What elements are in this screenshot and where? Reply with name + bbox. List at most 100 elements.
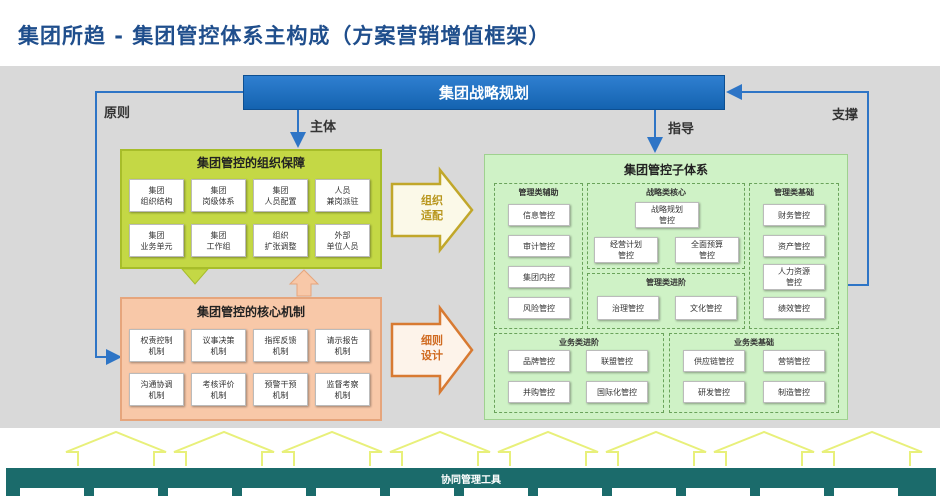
tool-slot	[168, 488, 232, 496]
principle-label: 原则	[104, 106, 131, 121]
subject-label: 主体	[310, 120, 337, 135]
card-line: 业务单元	[140, 241, 173, 251]
principle-connector	[95, 91, 243, 365]
tool-slot	[20, 488, 84, 496]
org-card: 集团工作组	[191, 224, 246, 257]
card-line: 议事决策	[202, 335, 235, 345]
card-line: 考核评价	[202, 379, 235, 389]
card-line: 机制	[334, 390, 351, 400]
aux-card: 信息管控	[508, 204, 570, 226]
org-card: 组织扩张调整	[253, 224, 308, 257]
mgmt-adv-title: 管理类进阶	[646, 278, 686, 287]
collaboration-tools-label: 协同管理工具	[441, 474, 501, 486]
aux-card: 审计管控	[508, 235, 570, 257]
biz-base-card: 研发管控	[683, 381, 745, 403]
org-guarantee-title: 集团管控的组织保障	[196, 156, 305, 170]
card-line: 战略规划	[651, 205, 683, 214]
tool-slot	[686, 488, 750, 496]
core-card: 请示报告机制	[315, 329, 370, 362]
mgmt-base-section: 管理类基础 财务管控 资产管控 人力资源管控 绩效管控	[749, 183, 839, 329]
card-line: 机制	[148, 346, 165, 356]
core-to-org-arrow	[288, 269, 320, 297]
mgmt-base-card: 人力资源管控	[763, 264, 825, 290]
page-title: 集团所趋 - 集团管控体系主构成（方案营销增值框架）	[18, 24, 551, 48]
card-line: 经营计划	[610, 240, 642, 249]
biz-adv-card: 并购管控	[508, 381, 570, 403]
org-card: 外部单位人员	[315, 224, 370, 257]
card-line: 管控	[786, 278, 802, 287]
biz-base-card: 供应链管控	[683, 350, 745, 372]
card-line: 机制	[272, 346, 289, 356]
support-label: 支撑	[832, 108, 859, 123]
card-line: 集团	[148, 230, 165, 240]
card-line: 全面预算	[691, 240, 723, 249]
card-line: 机制	[272, 390, 289, 400]
card-line: 集团	[148, 185, 165, 195]
aux-card: 集团内控	[508, 266, 570, 288]
mgmt-aux-title: 管理类辅助	[518, 188, 559, 197]
card-line: 外部	[334, 230, 351, 240]
mgmt-adv-section: 管理类进阶 治理管控 文化管控	[587, 273, 745, 329]
biz-adv-card: 品牌管控	[508, 350, 570, 372]
tool-slot	[316, 488, 380, 496]
tool-slot	[612, 488, 676, 496]
guide-label: 指导	[668, 122, 695, 137]
detail-design-line2: 设计	[421, 349, 443, 362]
org-card: 集团人员配置	[253, 179, 308, 212]
card-line: 人员配置	[264, 196, 297, 206]
card-line: 监督考察	[326, 379, 359, 389]
card-line: 机制	[210, 390, 227, 400]
card-line: 机制	[210, 346, 227, 356]
core-card: 指挥反馈机制	[253, 329, 308, 362]
card-line: 机制	[148, 390, 165, 400]
strategic-core-section: 战略类核心 战略规划管控 经营计划管控 全面预算管控	[587, 183, 745, 269]
core-mechanism-box: 集团管控的核心机制 权责控制机制 议事决策机制 指挥反馈机制 请示报告机制 沟通…	[120, 297, 382, 421]
card-line: 扩张调整	[264, 241, 297, 251]
org-fit-arrow	[390, 166, 474, 254]
biz-base-title: 业务类基础	[734, 338, 774, 347]
card-line: 岗级体系	[202, 196, 235, 206]
mgmt-base-card: 资产管控	[763, 235, 825, 257]
card-line: 请示报告	[326, 335, 359, 345]
card-line: 集团	[210, 230, 227, 240]
card-line: 机制	[334, 346, 351, 356]
tool-slot	[242, 488, 306, 496]
core-mechanism-title: 集团管控的核心机制	[196, 305, 305, 319]
org-guarantee-box: 集团管控的组织保障 集团组织结构 集团岗级体系 集团人员配置 人员兼岗派驻 集团…	[120, 149, 382, 269]
core-card: 预警干预机制	[253, 373, 308, 406]
core-card: 权责控制机制	[129, 329, 184, 362]
tool-slot	[760, 488, 824, 496]
mgmt-adv-card: 治理管控	[597, 296, 659, 320]
bottom-up-arrows	[65, 430, 923, 466]
card-line: 组织结构	[140, 196, 173, 206]
card-line: 人员	[334, 185, 351, 195]
mgmt-aux-section: 管理类辅助 信息管控 审计管控 集团内控 风险管控	[494, 183, 583, 329]
card-line: 组织	[272, 230, 289, 240]
strategic-card: 经营计划管控	[594, 237, 658, 263]
card-line: 管控	[659, 216, 675, 225]
strategy-banner: 集团战略规划	[243, 75, 725, 110]
card-line: 集团	[272, 185, 289, 195]
biz-adv-title: 业务类进阶	[559, 338, 599, 347]
control-subsystem-title: 集团管控子体系	[623, 163, 708, 177]
detail-design-arrow	[390, 304, 474, 396]
control-subsystem-panel: 集团管控子体系 管理类辅助 信息管控 审计管控 集团内控 风险管控 战略类核心 …	[484, 154, 848, 420]
card-line: 预警干预	[264, 379, 297, 389]
card-line: 权责控制	[140, 335, 173, 345]
card-line: 集团	[210, 185, 227, 195]
core-card: 考核评价机制	[191, 373, 246, 406]
card-line: 工作组	[206, 241, 231, 251]
tool-slot	[94, 488, 158, 496]
card-line: 单位人员	[326, 241, 359, 251]
card-line: 管控	[618, 251, 634, 260]
biz-adv-section: 业务类进阶 品牌管控 联盟管控 并购管控 国际化管控	[494, 333, 664, 413]
biz-base-card: 营销管控	[763, 350, 825, 372]
core-card: 沟通协调机制	[129, 373, 184, 406]
support-connector	[726, 84, 869, 286]
strategic-card: 全面预算管控	[675, 237, 739, 263]
org-card: 集团岗级体系	[191, 179, 246, 212]
mgmt-base-title: 管理类基础	[774, 188, 814, 197]
core-card: 议事决策机制	[191, 329, 246, 362]
strategic-card: 战略规划管控	[635, 202, 699, 228]
